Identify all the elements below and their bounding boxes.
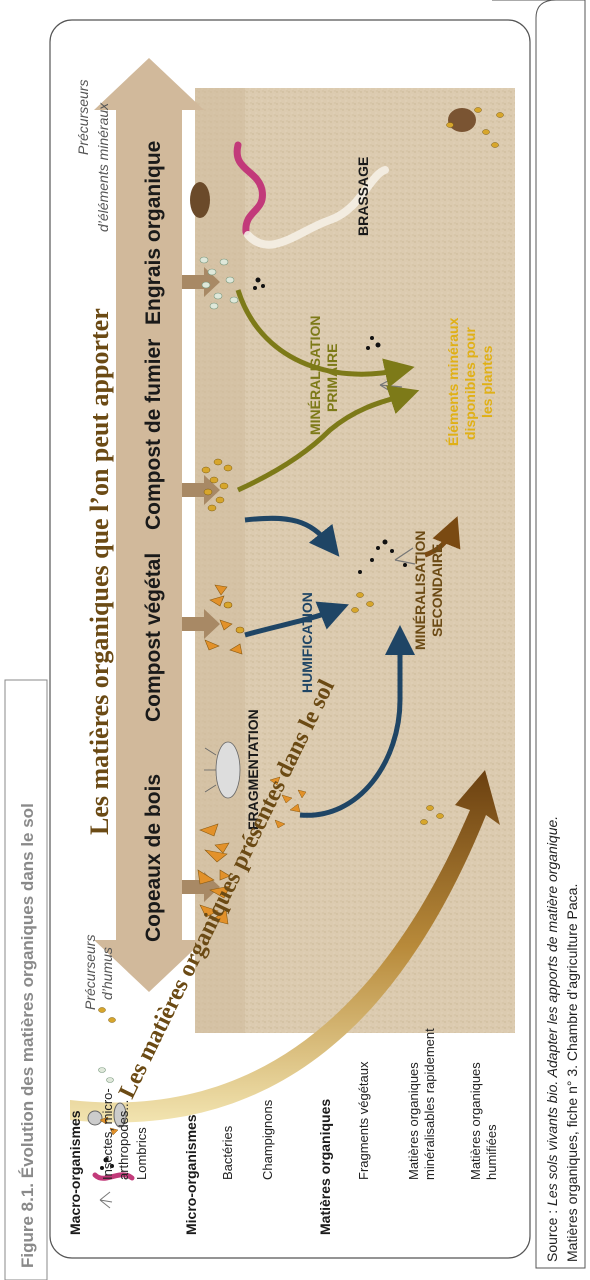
top-banner: Les matières organiques que l’on peut ap… xyxy=(85,308,114,835)
legend-micro-title: Micro-organismes xyxy=(183,1114,199,1235)
legend-earthworm-icon xyxy=(92,1172,135,1181)
outcome-line-1: Éléments minéraux xyxy=(445,317,461,446)
casting-mound-left xyxy=(190,182,210,218)
legend-fragments: Fragments végétaux xyxy=(356,1061,371,1180)
earthworm-illustration xyxy=(233,141,266,236)
insect-illustration xyxy=(204,741,241,799)
primary-mineralisation-arrow-1 xyxy=(235,289,415,388)
legend-bacteria-icon xyxy=(100,1157,114,1170)
input-label-organic-fertilizer: Engrais organique xyxy=(142,141,165,325)
legend-humifiees-1: Matières organiques xyxy=(468,1062,483,1180)
legend-mineralisables-2: minéralisables rapidement xyxy=(422,1028,437,1180)
legend-mo-title: Matières organiques xyxy=(317,1099,333,1235)
axis-right-label-2: d’éléments minéraux xyxy=(95,102,111,232)
axis-left-label-1: Précurseurs xyxy=(82,935,98,1010)
legend-humifiees-2: humifiées xyxy=(484,1124,499,1180)
label-min-primaire-2: PRIMAIRE xyxy=(324,344,340,412)
figure-title: Figure 8.1. Évolution des matières organ… xyxy=(18,803,37,1268)
source-line-1: Source : Les sols vivants bio. Adapter l… xyxy=(544,816,560,1262)
secondary-mineralisation-arrow xyxy=(424,516,461,558)
legend-humified-icon xyxy=(98,1007,116,1023)
legend-lombrics: Lombrics xyxy=(134,1127,149,1180)
legend-mineralisable-icon xyxy=(98,1067,114,1083)
vegetal-compost-pile xyxy=(204,584,245,655)
label-brassage: BRASSAGE xyxy=(355,157,371,236)
casting-mound-right xyxy=(448,108,476,132)
source-title: Les sols vivants bio. Adapter les apport… xyxy=(544,816,560,1206)
fragment-particles xyxy=(269,776,307,829)
soil-area xyxy=(195,88,515,1033)
axis-right-label-1: Précurseurs xyxy=(75,80,91,155)
legend-macro-title: Macro-organismes xyxy=(67,1110,83,1235)
woodchip-pile xyxy=(197,823,231,925)
legend-mineralisables-1: Matières organiques xyxy=(406,1062,421,1180)
legend-insects-1: Insectes, micro- xyxy=(100,1088,115,1180)
label-min-secondaire-1: MINÉRALISATION xyxy=(412,530,428,650)
earthworm-burrow xyxy=(244,166,389,249)
label-min-primaire-1: MINÉRALISATION xyxy=(307,315,323,435)
source-prefix: Source : xyxy=(544,1206,560,1262)
figure-title-tab xyxy=(4,679,48,1280)
source-line-2: Matières organiques, fiche n° 3. Chambre… xyxy=(564,884,580,1262)
axis-left-label-2: d’humus xyxy=(99,947,115,1000)
humification-arrow-1 xyxy=(244,601,349,638)
organic-fertilizer-pile xyxy=(199,256,239,310)
precursor-axis-arrow xyxy=(94,58,204,992)
humified-particles xyxy=(351,107,504,825)
fragmentation-arrow xyxy=(299,625,415,818)
manure-compost-pile xyxy=(201,458,233,512)
bacteria-cluster xyxy=(253,277,407,574)
input-label-vegetal-compost: Compost végétal xyxy=(142,553,165,722)
present-matter-arrow xyxy=(70,770,500,1123)
legend-bacteries: Bactéries xyxy=(220,1125,235,1180)
legend-champignons: Champignons xyxy=(260,1099,275,1180)
outcome-line-3: les plantes xyxy=(479,345,495,418)
humification-arrow-2 xyxy=(244,515,340,557)
label-fragmentation: FRAGMENTATION xyxy=(245,709,261,830)
source-box xyxy=(492,0,586,1269)
primary-mineralisation-arrow-2 xyxy=(236,385,420,493)
input-label-woodchips: Copeaux de bois xyxy=(142,774,165,942)
legend-insect-icon xyxy=(87,1102,127,1128)
input-label-manure-compost: Compost de fumier xyxy=(142,339,165,530)
legend-insects-2: arthropodes... xyxy=(116,1100,131,1180)
legend-fragment-icon xyxy=(99,1116,119,1136)
label-humification: HUMIFICATION xyxy=(299,592,315,693)
legend-fungi-icon xyxy=(99,1191,113,1209)
label-min-secondaire-2: SECONDAIRE xyxy=(429,544,445,637)
outcome-line-2: disponibles pour xyxy=(462,327,478,440)
